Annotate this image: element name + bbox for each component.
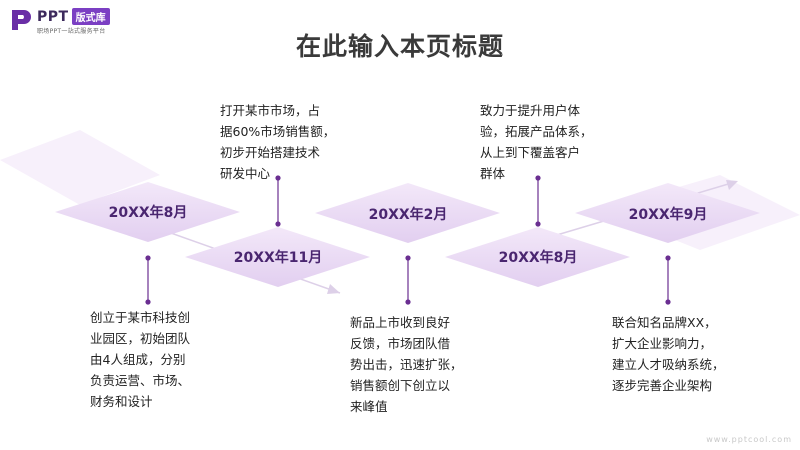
milestone-date: 20XX年8月 — [498, 250, 578, 266]
arrow-head-icon — [726, 180, 738, 190]
milestone-diamond — [445, 227, 630, 287]
connector-dot — [665, 299, 671, 305]
bg-chevron — [0, 130, 160, 205]
connector-dot — [275, 221, 281, 227]
milestone-description: 联合知名品牌XX， 扩大企业影响力， 建立人才吸纳系统， 逐步完善企业架构 — [612, 315, 725, 393]
milestone-date: 20XX年8月 — [108, 205, 188, 221]
milestone-date: 20XX年11月 — [233, 250, 323, 266]
brand-logo: PPT 版式库 职场PPT一站式服务平台 — [10, 8, 110, 35]
milestone-description: 创立于某市科技创 业园区，初始团队 由4人组成，分别 负责运营、市场、 财务和设… — [90, 310, 191, 409]
milestone-diamond — [575, 183, 760, 243]
connector-dot — [145, 299, 151, 305]
logo-tagline: 职场PPT一站式服务平台 — [37, 28, 106, 35]
logo-text: PPT 版式库 职场PPT一站式服务平台 — [37, 8, 110, 35]
milestone-diamond — [315, 183, 500, 243]
connector-dot — [275, 175, 281, 181]
milestone-date: 20XX年2月 — [368, 207, 448, 223]
milestone-diamond — [185, 227, 370, 287]
watermark: www.pptcool.com — [706, 435, 792, 444]
milestone-description: 新品上市收到良好 反馈，市场团队借 势出击，迅速扩张， 销售额创下创立以 来峰值 — [350, 315, 463, 414]
logo-name: PPT — [37, 8, 69, 25]
connector-dot — [535, 175, 541, 181]
arrow-head-icon — [327, 284, 340, 294]
milestone-description: 打开某市市场，占 据60%市场销售额， 初步开始搭建技术 研发中心 — [220, 103, 336, 181]
connector-dot — [665, 255, 671, 261]
connector-dot — [405, 299, 411, 305]
milestone-diamond — [55, 182, 240, 242]
connector-dot — [535, 221, 541, 227]
logo-p-icon — [12, 10, 31, 30]
milestone-date: 20XX年9月 — [628, 207, 708, 223]
milestone-description: 致力于提升用户体 验，拓展产品体系， 从上到下覆盖客户 群体 — [480, 103, 593, 181]
connector-dot — [405, 255, 411, 261]
connector-dot — [145, 255, 151, 261]
logo-badge: 版式库 — [71, 8, 110, 25]
page-title: 在此输入本页标题 — [295, 32, 504, 61]
